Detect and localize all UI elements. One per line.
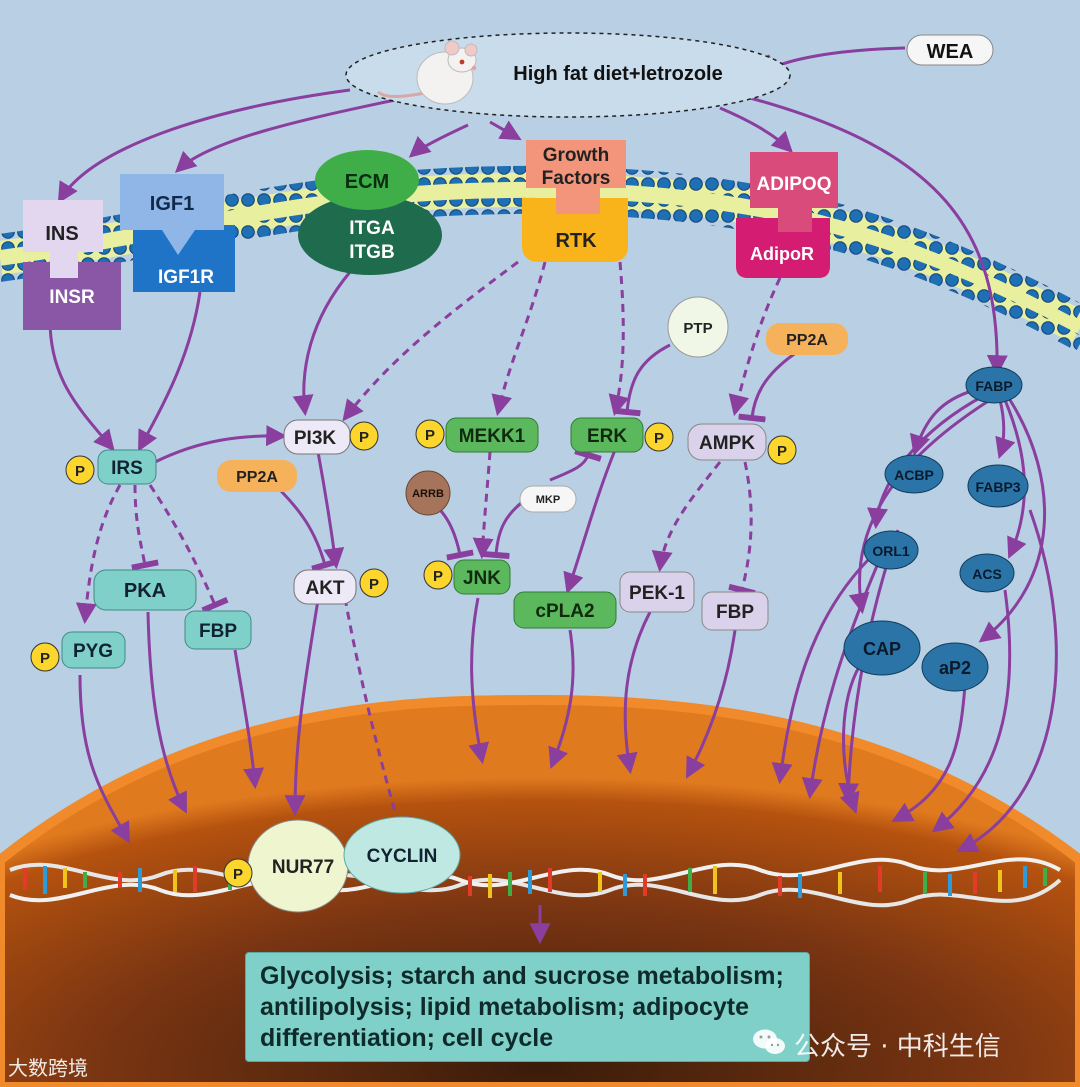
akt-node: AKT P — [293, 568, 389, 605]
erk-label: ERK — [587, 426, 627, 447]
igf1-label: IGF1 — [150, 193, 194, 215]
ampk-label: AMPK — [699, 433, 755, 454]
ins-insr-receptor: INS INSR — [23, 200, 121, 330]
ins-label: INS — [45, 223, 78, 245]
ap2-label: aP2 — [939, 658, 971, 678]
acs-node: ACS — [959, 553, 1015, 593]
mkp-node: MKP — [519, 485, 577, 513]
cpla2-node: cPLA2 — [513, 591, 617, 629]
wechat-icon — [753, 1029, 785, 1054]
fbp-right-node: FBP — [701, 591, 769, 631]
pyg-label: PYG — [73, 641, 113, 662]
rtk-label: RTK — [555, 230, 597, 252]
irs-node: IRS P — [65, 449, 157, 485]
ptp-label: PTP — [683, 320, 712, 337]
pi3k-label: PI3K — [294, 428, 337, 449]
jnk-label: JNK — [463, 568, 501, 589]
metabolism-summary: Glycolysis; starch and sucrose metabolis… — [245, 952, 810, 1062]
orl1-label: ORL1 — [872, 543, 910, 559]
wea-pill: WEA — [906, 34, 994, 66]
akt-phospho-label: P — [369, 576, 379, 593]
itga-label: ITGA — [349, 218, 395, 239]
pyg-node: P PYG — [30, 631, 126, 672]
watermark-left: 大数跨境 — [8, 1056, 88, 1080]
pka-label: PKA — [124, 580, 166, 602]
cap-node: CAP — [843, 620, 921, 676]
summary-line-2: antilipolysis; lipid metabolism; adipocy… — [260, 993, 749, 1021]
ptp-node: PTP — [667, 296, 729, 358]
growth-label-2: Factors — [542, 168, 611, 189]
irs-label: IRS — [111, 458, 143, 479]
fabp3-label: FABP3 — [975, 479, 1020, 495]
mekk1-phospho-label: P — [425, 427, 435, 444]
mekk1-label: MEKK1 — [459, 426, 526, 447]
summary-line-1: Glycolysis; starch and sucrose metabolis… — [260, 962, 784, 990]
pek1-label: PEK-1 — [629, 583, 685, 604]
cpla2-label: cPLA2 — [535, 601, 594, 622]
pek1-node: PEK-1 — [619, 571, 695, 613]
erk-node: ERK P — [570, 417, 674, 453]
pi3k-phospho-label: P — [359, 429, 369, 446]
ap2-node: aP2 — [921, 642, 989, 692]
arrows-activation — [48, 88, 1058, 945]
igf1-igf1r-receptor: IGF1 IGF1R — [120, 174, 235, 292]
arrows-inhibition — [276, 46, 906, 572]
pp2a-left-node: PP2A — [217, 460, 297, 492]
orl1-node: ORL1 — [863, 530, 919, 570]
growth-label-1: Growth — [543, 145, 610, 166]
fabp3-node: FABP3 — [967, 464, 1029, 508]
watermark-right: 公众号 · 中科生信 — [794, 1032, 1001, 1062]
acbp-label: ACBP — [894, 467, 934, 483]
igf1r-label: IGF1R — [158, 267, 214, 288]
cyclin-label: CYCLIN — [367, 846, 438, 867]
pi3k-node: PI3K P — [283, 419, 379, 455]
fabp-node: FABP — [965, 366, 1023, 404]
arrows-indirect — [75, 260, 782, 829]
fabp-label: FABP — [975, 378, 1012, 394]
akt-label: AKT — [305, 578, 344, 599]
pyg-phospho-label: P — [40, 650, 50, 667]
itgb-label: ITGB — [349, 242, 394, 263]
irs-phospho-label: P — [75, 463, 85, 480]
adipoq-adipor-receptor: ADIPOQ AdipoR — [736, 152, 838, 278]
summary-line-3: differentiation; cell cycle — [260, 1024, 554, 1052]
pp2a-right-label: PP2A — [786, 332, 828, 349]
mkp-label: MKP — [536, 494, 560, 506]
ecm-integrin-receptor: ECM ITGA ITGB — [298, 150, 442, 275]
pp2a-right-node: PP2A — [766, 323, 848, 355]
cap-label: CAP — [863, 639, 901, 659]
rat-icon — [377, 40, 478, 105]
adipoq-label: ADIPOQ — [757, 174, 832, 195]
jnk-node: P JNK — [423, 559, 511, 595]
cyclin-node: CYCLIN — [343, 816, 461, 894]
acs-label: ACS — [972, 566, 1002, 582]
acbp-node: ACBP — [884, 454, 944, 494]
arrb-label: ARRB — [412, 488, 444, 500]
wea-label: WEA — [927, 41, 974, 63]
ampk-phospho-label: P — [777, 443, 787, 460]
fbp-left-label: FBP — [199, 621, 237, 642]
diet-label: High fat diet+letrozole — [513, 63, 722, 85]
fbp-right-label: FBP — [716, 602, 754, 623]
erk-phospho-label: P — [654, 430, 664, 447]
adipor-label: AdipoR — [750, 244, 814, 264]
fbp-left-node: FBP — [184, 610, 252, 650]
ecm-label: ECM — [345, 171, 389, 193]
dna-helix — [9, 857, 1062, 908]
nur77-phospho-label: P — [233, 866, 243, 883]
mekk1-node: P MEKK1 — [415, 417, 539, 453]
pp2a-left-label: PP2A — [236, 469, 278, 486]
nur77-label: NUR77 — [272, 857, 334, 878]
arrb-node: ARRB — [405, 470, 451, 516]
rtk-receptor: Growth Factors RTK — [522, 140, 628, 262]
ampk-node: AMPK P — [687, 423, 797, 465]
insr-label: INSR — [49, 287, 95, 308]
jnk-phospho-label: P — [433, 568, 443, 585]
pka-node: PKA — [93, 569, 197, 611]
